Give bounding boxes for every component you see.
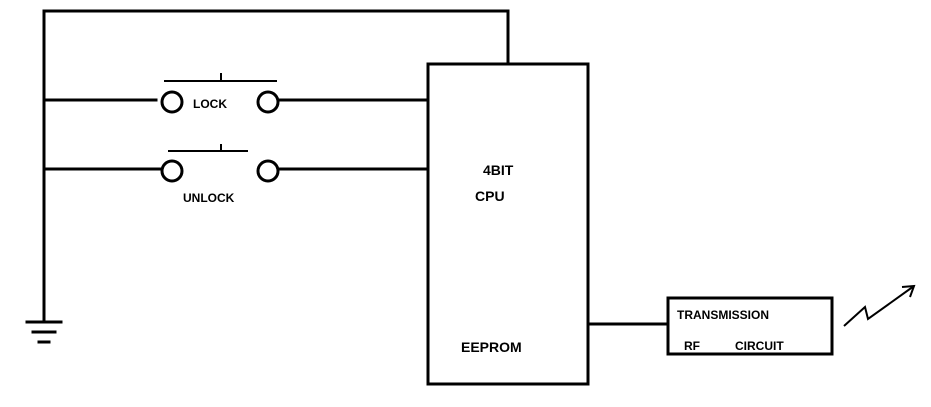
transmission-block: TRANSMISSION RF CIRCUIT — [668, 298, 832, 354]
cpu-bit-label: 4BIT — [483, 162, 514, 178]
lock-switch: LOCK — [44, 73, 428, 112]
cpu-box — [428, 64, 588, 384]
unlock-label: UNLOCK — [183, 191, 235, 205]
unlock-switch: UNLOCK — [44, 144, 428, 205]
lock-right-contact — [258, 92, 278, 112]
unlock-right-contact — [258, 161, 278, 181]
ground-symbol — [27, 322, 61, 342]
cpu-label: CPU — [475, 188, 505, 204]
unlock-left-contact — [162, 161, 182, 181]
lock-left-contact — [162, 92, 182, 112]
lock-label: LOCK — [193, 97, 227, 111]
antenna-signal-icon — [844, 286, 914, 326]
top-return-wire — [44, 11, 508, 64]
circuit-label: CIRCUIT — [735, 339, 784, 353]
cpu-eeprom-block: 4BIT CPU EEPROM — [428, 64, 588, 384]
rf-label: RF — [684, 339, 700, 353]
transmission-label: TRANSMISSION — [677, 308, 769, 322]
eeprom-label: EEPROM — [461, 339, 522, 355]
